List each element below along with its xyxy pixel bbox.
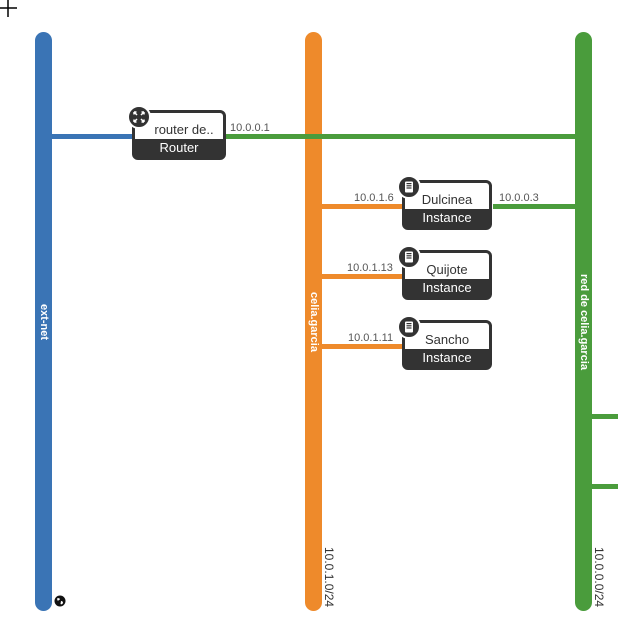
dulcinea-ip-red-label: 10.0.0.3 (499, 192, 539, 204)
network-label-celia-garcia: celia.garcia (307, 291, 320, 352)
network-cidr-red-de-celia-garcia: 10.0.0.0/24 (592, 547, 606, 608)
network-label-ext-net: ext-net (37, 303, 50, 340)
server-icon (397, 245, 421, 269)
instance-node-sancho[interactable]: Sancho Instance (397, 315, 492, 370)
link-quijote-celia (321, 274, 404, 279)
router-ip-label: 10.0.0.1 (230, 122, 270, 134)
instance-type: Instance (405, 209, 489, 227)
instance-type: Instance (405, 279, 489, 297)
router-type: Router (135, 139, 223, 157)
network-ext-net[interactable]: ext-net (35, 32, 52, 611)
network-label-red-de-celia-garcia: red de celia.garcia (577, 273, 590, 370)
link-sancho-celia (321, 344, 404, 349)
router-name: router de.. (154, 122, 214, 137)
instance-name: Sancho (424, 332, 470, 347)
sancho-ip-label: 10.0.1.11 (348, 332, 394, 344)
server-icon (397, 315, 421, 339)
network-cidr-celia-garcia: 10.0.1.0/24 (322, 547, 336, 608)
server-icon (397, 175, 421, 199)
network-red-de-celia-garcia[interactable]: red de celia.garcia (575, 32, 592, 611)
instance-node-quijote[interactable]: Quijote Instance (397, 245, 492, 300)
network-celia-garcia[interactable]: celia.garcia (305, 32, 322, 611)
instance-node-dulcinea[interactable]: Dulcinea Instance (397, 175, 492, 230)
crosshair-cursor-icon (0, 0, 17, 17)
instance-name: Quijote (426, 262, 468, 277)
quijote-ip-label: 10.0.1.13 (347, 262, 393, 274)
router-icon (127, 105, 151, 129)
link-stub-red (591, 484, 618, 489)
link-router-red (223, 134, 576, 139)
globe-icon (54, 595, 66, 607)
instance-name: Dulcinea (421, 192, 473, 207)
link-router-ext-net (52, 134, 134, 139)
instance-type: Instance (405, 349, 489, 367)
router-node[interactable]: router de.. Router (127, 105, 226, 160)
link-dulcinea-celia (321, 204, 404, 209)
link-dulcinea-red (493, 204, 576, 209)
dulcinea-ip-celia-label: 10.0.1.6 (354, 192, 394, 204)
link-stub-red (591, 414, 618, 419)
